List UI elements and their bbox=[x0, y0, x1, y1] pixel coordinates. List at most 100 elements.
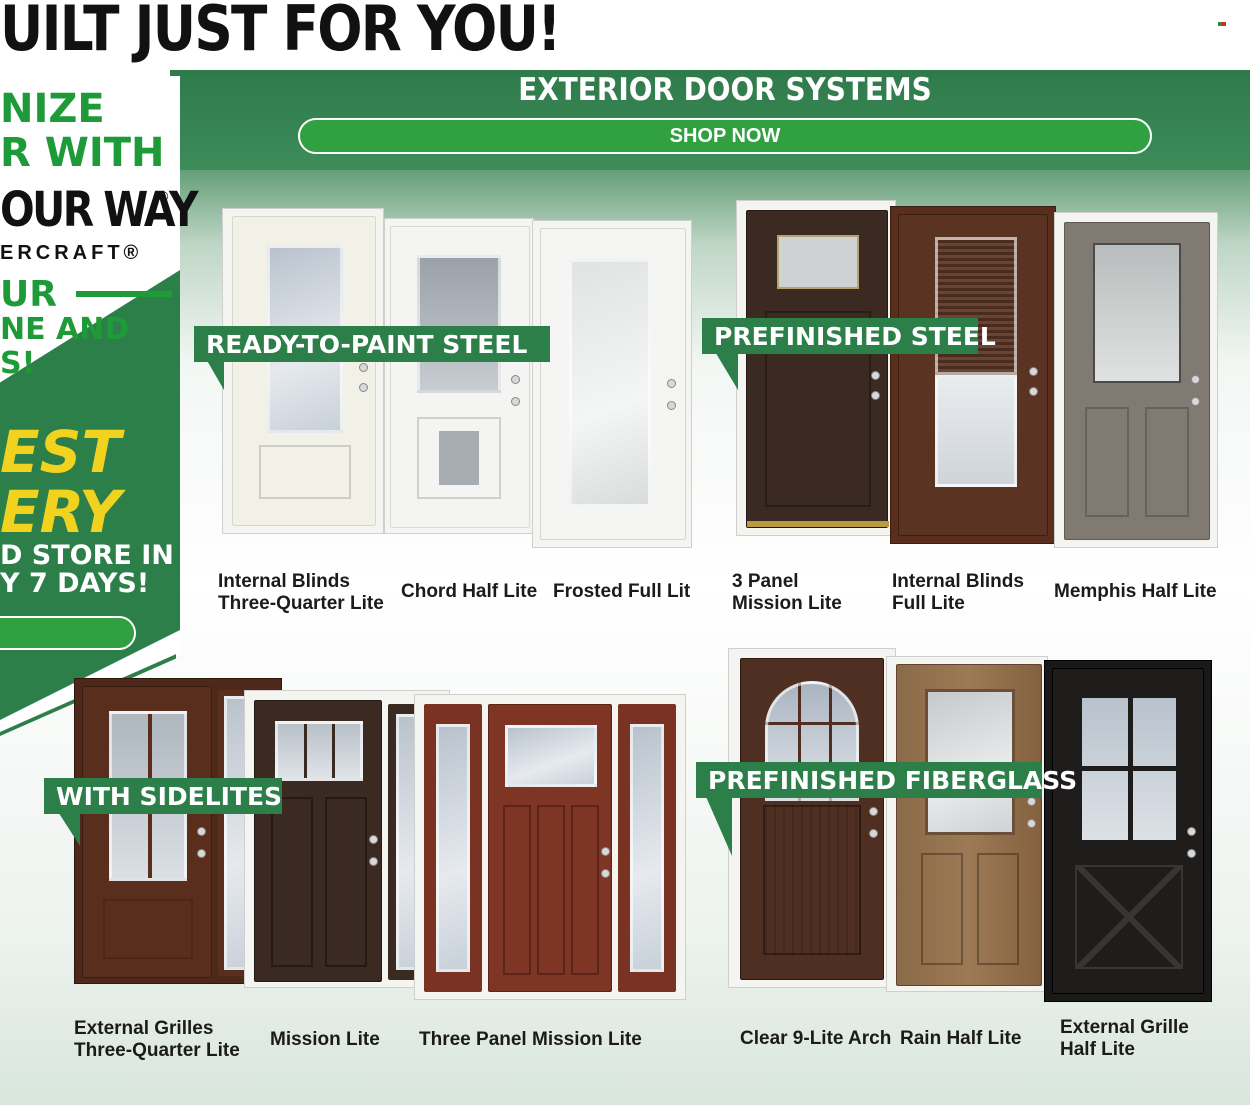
promo-brand: OUR WAY bbox=[0, 182, 199, 238]
door-handle-icon bbox=[1027, 797, 1036, 806]
door-handle-icon bbox=[869, 807, 878, 816]
door-blinds bbox=[935, 237, 1017, 375]
door-glass bbox=[935, 375, 1017, 487]
caption-line: Internal Blinds bbox=[892, 571, 1024, 592]
promo-line: UR bbox=[0, 274, 57, 315]
door-lock-icon bbox=[871, 391, 880, 400]
door-handle-icon bbox=[667, 379, 676, 388]
door-panel bbox=[765, 311, 871, 507]
logo-dot-green-icon bbox=[1218, 22, 1222, 26]
sidelite bbox=[618, 704, 676, 992]
door-lock-icon bbox=[511, 397, 520, 406]
door-grille bbox=[332, 724, 335, 778]
door-threshold bbox=[747, 521, 889, 527]
door-lock-icon bbox=[1187, 849, 1196, 858]
promo-rule bbox=[76, 291, 172, 297]
sidelite bbox=[424, 704, 482, 992]
door-handle-icon bbox=[601, 847, 610, 856]
door-panel bbox=[921, 853, 963, 965]
promo-brand-sub: ERCRAFT® bbox=[0, 242, 143, 264]
category-prefinished-steel: PREFINISHED STEEL bbox=[702, 318, 996, 354]
door-panel bbox=[977, 853, 1019, 965]
door-pet-flap bbox=[439, 431, 479, 485]
logo-dot-red-icon bbox=[1222, 22, 1226, 26]
sidelite-glass bbox=[630, 724, 664, 972]
promo-highlight: ERY bbox=[0, 478, 121, 546]
door-internal-blinds-full-lite[interactable] bbox=[898, 214, 1048, 536]
caption-line: External Grille bbox=[1060, 1017, 1189, 1038]
door-three-panel-mission-lite[interactable] bbox=[488, 704, 612, 992]
door-lock-icon bbox=[1029, 387, 1038, 396]
sidelite-glass bbox=[436, 724, 470, 972]
door-handle-icon bbox=[369, 835, 378, 844]
door-glass bbox=[505, 725, 597, 787]
door-lock-icon bbox=[601, 869, 610, 878]
door-glass bbox=[569, 259, 651, 507]
door-handle-icon bbox=[1191, 375, 1200, 384]
door-mission-lite[interactable] bbox=[254, 700, 382, 982]
caption-line: Half Lite bbox=[1060, 1039, 1135, 1060]
door-panel bbox=[103, 899, 193, 959]
door-handle-icon bbox=[1029, 367, 1038, 376]
promo-line: NIZE bbox=[0, 86, 105, 132]
door-rain-half-lite[interactable] bbox=[896, 664, 1042, 986]
door-panel bbox=[325, 797, 367, 967]
door-glass bbox=[417, 255, 501, 393]
door-external-grilles-three-quarter[interactable] bbox=[82, 686, 212, 978]
door-external-grille-half-lite[interactable] bbox=[1052, 668, 1204, 994]
caption-line: Three-Quarter Lite bbox=[218, 593, 384, 614]
headline: UILT JUST FOR YOU! bbox=[0, 0, 561, 65]
promo-button[interactable]: D bbox=[0, 616, 136, 650]
caption-line: Three-Quarter Lite bbox=[74, 1040, 240, 1061]
door-lock-icon bbox=[1191, 397, 1200, 406]
promo-line: NE AND bbox=[0, 312, 130, 347]
caption-line: Mission Lite bbox=[270, 1029, 380, 1050]
door-lock-icon bbox=[1027, 819, 1036, 828]
caption-line: Memphis Half Lite bbox=[1054, 581, 1217, 602]
door-lock-icon bbox=[667, 401, 676, 410]
door-panel bbox=[1075, 865, 1183, 969]
door-glass bbox=[1079, 695, 1179, 843]
caption-line: External Grilles bbox=[74, 1018, 214, 1039]
door-handle-icon bbox=[197, 827, 206, 836]
caption-line: Frosted Full Lit bbox=[553, 581, 691, 602]
door-chord-half-lite[interactable] bbox=[390, 226, 530, 528]
door-lock-icon bbox=[869, 829, 878, 838]
door-panel bbox=[259, 445, 351, 499]
shop-now-button[interactable]: SHOP NOW bbox=[298, 118, 1152, 154]
section-title: EXTERIOR DOOR SYSTEMS bbox=[518, 72, 932, 108]
door-frosted-full-lite[interactable] bbox=[540, 228, 686, 540]
door-handle-icon bbox=[871, 371, 880, 380]
caption-line: Chord Half Lite bbox=[401, 581, 538, 602]
caption-line: 3 Panel bbox=[732, 571, 799, 592]
door-glass bbox=[777, 235, 859, 289]
door-glass bbox=[1093, 243, 1181, 383]
door-panel bbox=[1085, 407, 1129, 517]
door-3-panel-mission-lite[interactable] bbox=[746, 210, 889, 528]
door-memphis-half-lite[interactable] bbox=[1064, 222, 1210, 540]
door-panel bbox=[571, 805, 599, 975]
caption-line: Clear 9-Lite Arch bbox=[740, 1028, 892, 1049]
door-handle-icon bbox=[1187, 827, 1196, 836]
promo-line: Y 7 DAYS! bbox=[0, 568, 150, 599]
door-panel bbox=[537, 805, 565, 975]
promo-line: R WITH bbox=[0, 130, 165, 176]
caption-line: Mission Lite bbox=[732, 593, 842, 614]
caption-line: Rain Half Lite bbox=[900, 1028, 1022, 1049]
door-lock-icon bbox=[197, 849, 206, 858]
promo-highlight: EST bbox=[0, 418, 121, 486]
door-clear-9-lite-arch[interactable] bbox=[740, 658, 884, 980]
caption-line: Full Lite bbox=[892, 593, 965, 614]
door-panel bbox=[503, 805, 531, 975]
caption-line: Internal Blinds bbox=[218, 571, 350, 592]
promo-brand-mark: ® bbox=[158, 188, 169, 204]
category-ready-to-paint-steel: READY-TO-PAINT STEEL bbox=[194, 326, 550, 362]
door-grille bbox=[1082, 766, 1176, 771]
door-internal-blinds-three-quarter[interactable] bbox=[232, 216, 376, 526]
door-lock-icon bbox=[369, 857, 378, 866]
door-panel bbox=[1145, 407, 1189, 517]
door-panel bbox=[271, 797, 313, 967]
promo-line: S! bbox=[0, 346, 36, 381]
door-panel bbox=[417, 417, 501, 499]
category-prefinished-fiberglass: PREFINISHED FIBERGLASS bbox=[696, 762, 1077, 798]
